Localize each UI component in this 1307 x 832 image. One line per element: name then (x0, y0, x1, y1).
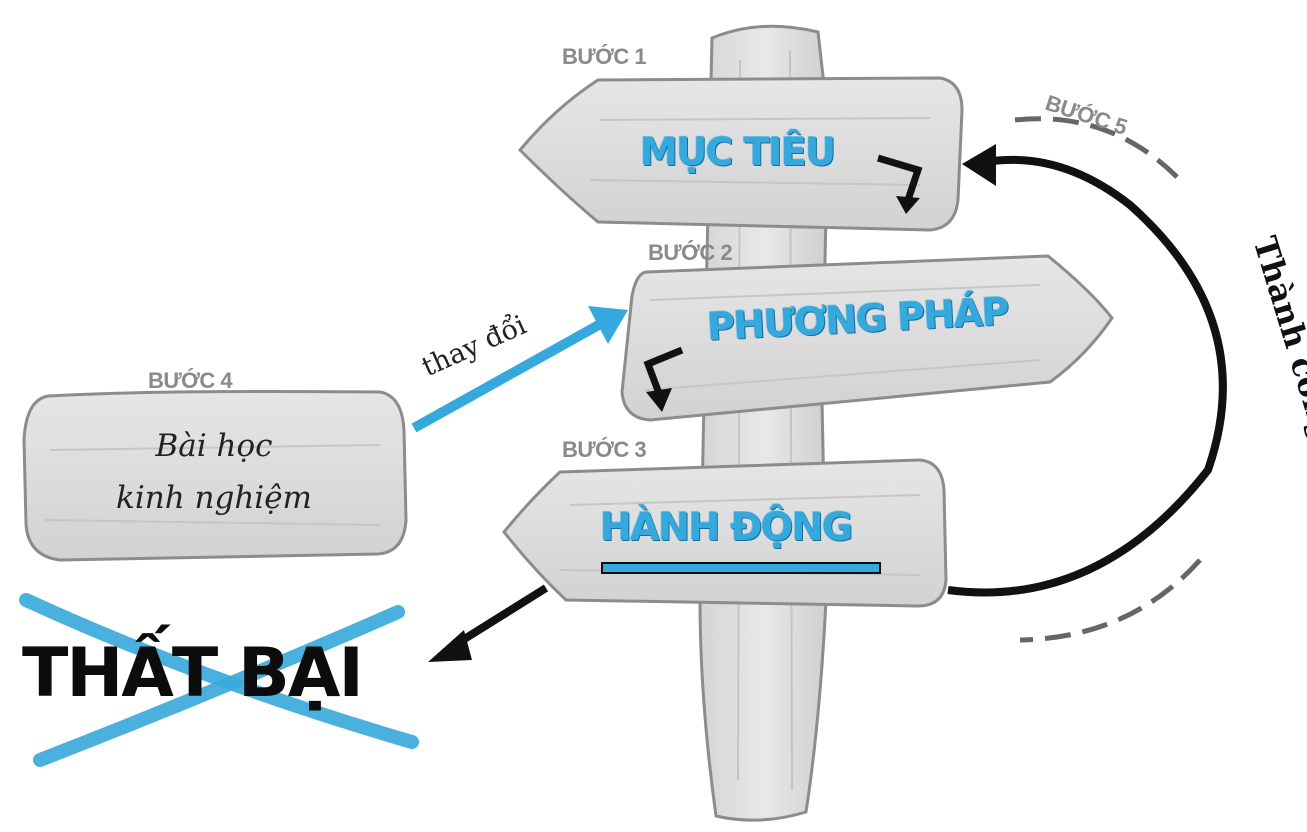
step5-dashed-arc-top (1014, 116, 1180, 180)
sign-step4-board (22, 390, 408, 562)
sign-step1-board (517, 76, 964, 232)
step2-to-step3-arrow (643, 346, 684, 398)
change-arrow (411, 317, 607, 433)
lesson-line2: kinh nghiệm (116, 480, 312, 516)
step5-dashed-arc-bottom (1019, 558, 1202, 643)
step2-label: BƯỚC 2 (648, 240, 733, 265)
lesson-line1: Bài học (155, 428, 273, 464)
step3-action-text: HÀNH ĐỘNG (600, 505, 853, 549)
step3-label: BƯỚC 3 (562, 437, 647, 462)
step1-to-step2-arrow (876, 154, 923, 202)
failure-text: THẤT BẠI (22, 634, 364, 713)
success-loop-arrow (947, 155, 1227, 597)
step1-goal-text: MỤC TIÊU (640, 130, 836, 174)
step4-label: BƯỚC 4 (148, 368, 233, 393)
failure-cross-mark (19, 593, 419, 749)
step1-label: BƯỚC 1 (562, 44, 647, 69)
action-underline (601, 562, 881, 574)
